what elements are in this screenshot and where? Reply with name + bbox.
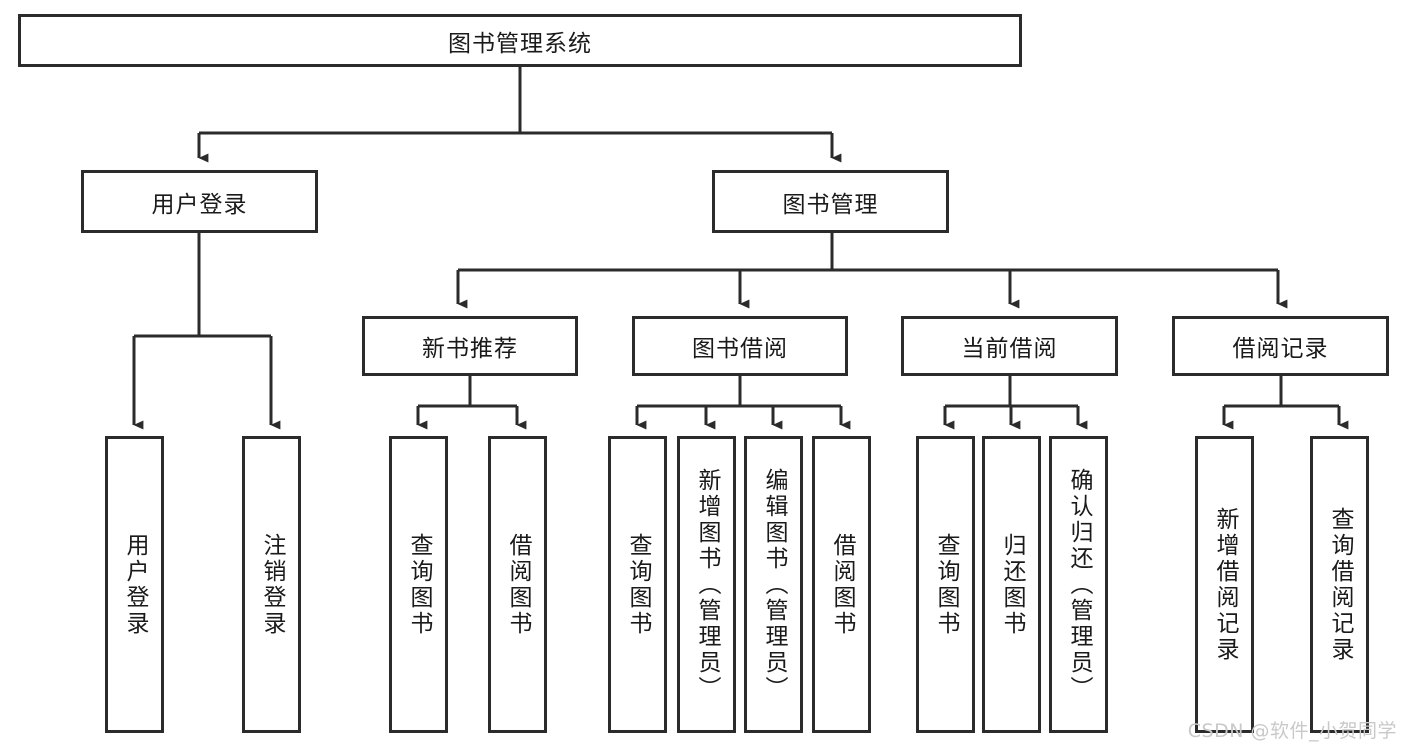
node-current-borrow-label: 当前借阅 — [961, 336, 1058, 362]
leaf-logout-login-label: 注销登录 — [259, 532, 285, 637]
leaf-borrow-book-2[interactable]: 借阅图书 — [812, 436, 871, 733]
leaf-confirm-return-label: 确认归还（管理员） — [1066, 467, 1092, 702]
leaf-user-login-label: 用户登录 — [122, 532, 148, 637]
leaf-return-book[interactable]: 归还图书 — [982, 436, 1041, 733]
leaf-query-book-1[interactable]: 查询图书 — [389, 436, 448, 733]
node-book-management[interactable]: 图书管理 — [712, 170, 949, 233]
node-current-borrow[interactable]: 当前借阅 — [901, 316, 1118, 376]
leaf-borrow-book-1-label: 借阅图书 — [505, 532, 531, 637]
leaf-edit-book-label: 编辑图书（管理员） — [761, 467, 787, 702]
leaf-query-book-2-label: 查询图书 — [625, 532, 651, 637]
leaf-borrow-book-1[interactable]: 借阅图书 — [488, 436, 547, 733]
leaf-borrow-book-2-label: 借阅图书 — [829, 532, 855, 637]
node-borrow-record[interactable]: 借阅记录 — [1172, 316, 1389, 376]
leaf-add-record-label: 新增借阅记录 — [1212, 506, 1238, 663]
node-borrow-record-label: 借阅记录 — [1232, 336, 1329, 362]
leaf-return-book-label: 归还图书 — [999, 532, 1025, 637]
node-book-management-label: 图书管理 — [782, 191, 879, 218]
node-book-borrow-label: 图书借阅 — [692, 336, 788, 362]
leaf-add-book[interactable]: 新增图书（管理员） — [677, 436, 736, 733]
node-new-book-recommend-label: 新书推荐 — [422, 336, 518, 362]
leaf-query-record[interactable]: 查询借阅记录 — [1310, 436, 1369, 733]
node-user-login[interactable]: 用户登录 — [81, 170, 318, 233]
node-root-label: 图书管理系统 — [448, 30, 592, 57]
leaf-query-book-1-label: 查询图书 — [406, 532, 432, 637]
node-root[interactable]: 图书管理系统 — [18, 14, 1022, 67]
leaf-confirm-return[interactable]: 确认归还（管理员） — [1049, 436, 1108, 733]
node-user-login-label: 用户登录 — [151, 191, 248, 218]
leaf-query-book-3-label: 查询图书 — [933, 532, 959, 637]
leaf-query-book-2[interactable]: 查询图书 — [608, 436, 667, 733]
leaf-query-book-3[interactable]: 查询图书 — [916, 436, 975, 733]
watermark: CSDN @软件_小贺同学 — [1187, 720, 1397, 742]
node-book-borrow[interactable]: 图书借阅 — [632, 316, 848, 376]
leaf-add-book-label: 新增图书（管理员） — [694, 467, 720, 702]
leaf-query-record-label: 查询借阅记录 — [1327, 506, 1353, 663]
leaf-add-record[interactable]: 新增借阅记录 — [1195, 436, 1254, 733]
leaf-logout-login[interactable]: 注销登录 — [242, 436, 301, 733]
leaf-edit-book[interactable]: 编辑图书（管理员） — [744, 436, 803, 733]
leaf-user-login[interactable]: 用户登录 — [105, 436, 164, 733]
node-new-book-recommend[interactable]: 新书推荐 — [362, 316, 578, 376]
